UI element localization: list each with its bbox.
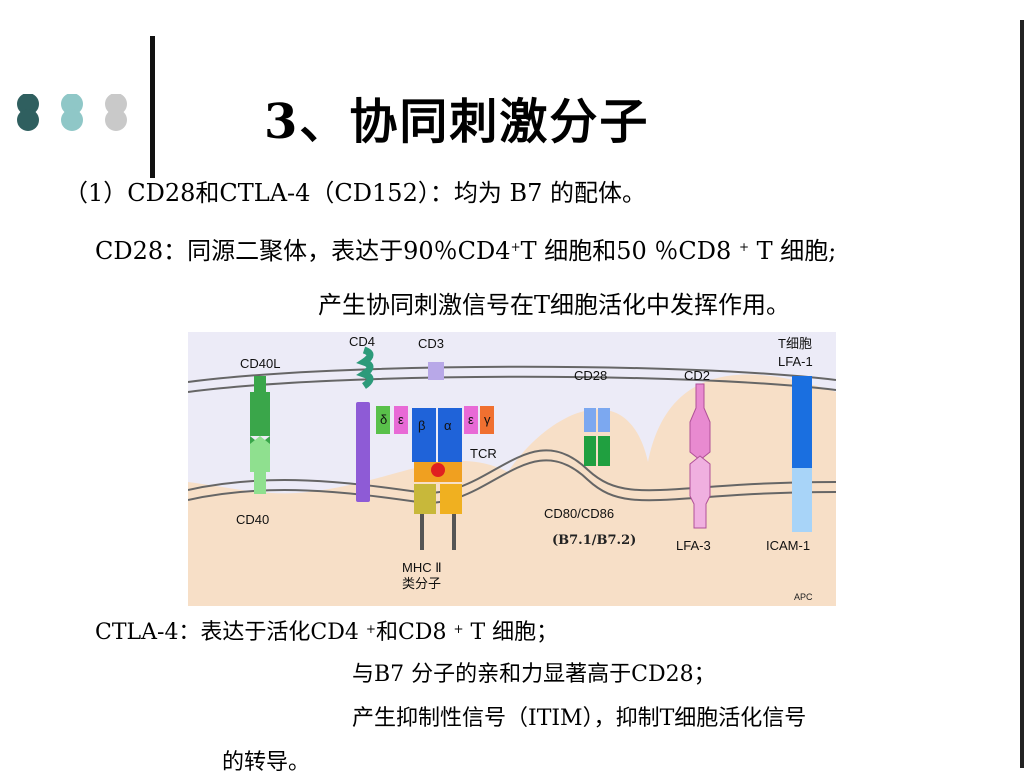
ctla4-sup-1: + [365, 622, 376, 636]
gamma-label: γ [484, 412, 491, 427]
apc-membrane-outer [188, 449, 836, 494]
epsilon-label-left: ε [398, 412, 404, 427]
ctla4-text-c: T 细胞； [463, 620, 559, 645]
right-edge-bar [1020, 20, 1024, 768]
cd40l-label: CD40L [240, 356, 280, 371]
cd2-molecule [689, 383, 711, 461]
title-divider [150, 36, 155, 178]
slide-title: 3、协同刺激分子 [264, 94, 650, 150]
cd40-label: CD40 [236, 512, 269, 527]
cd28-text-c: T 细胞; [749, 237, 837, 265]
cd28-label: CD28 [574, 368, 607, 383]
lfa3-label: LFA-3 [676, 538, 711, 553]
cd80-cd86-label: CD80/CD86 [544, 506, 614, 521]
lfa1-molecule [792, 376, 812, 468]
delta-label: δ [380, 412, 387, 427]
t-cell-region [188, 332, 836, 494]
t-cell-label: T细胞 [778, 336, 812, 351]
ctla4-description: CTLA-4：表达于活化CD4 +和CD8 + T 细胞； [95, 618, 558, 648]
b7-label: (B7.1/B7.2) [552, 533, 636, 548]
epsilon-label-right: ε [468, 412, 474, 427]
cd28-description: CD28：同源二聚体，表达于90％CD4+T 细胞和50 ％CD8 + T 细胞… [95, 236, 836, 266]
mhc-ii-molecule [414, 484, 462, 550]
ctla4-sup-2: + [453, 622, 464, 636]
cd4-label: CD4 [349, 334, 375, 349]
apc-membrane-inner [188, 459, 836, 504]
dot-cluster-teal [61, 94, 83, 131]
ctla4-inhibition: 产生抑制性信号（ITIM），抑制T细胞活化信号 [352, 706, 807, 731]
dot-cluster-dark [17, 94, 39, 131]
cd2-label: CD2 [684, 368, 710, 383]
ctla4-text-b: 和CD8 [375, 620, 454, 645]
cd4-molecule [356, 346, 374, 502]
cd40-molecule [250, 436, 270, 494]
ctla4-text-a: CTLA-4：表达于活化CD4 [95, 620, 366, 645]
cd3-tcr-complex [376, 362, 494, 482]
cd28-sup-1: + [510, 240, 521, 254]
ctla4-affinity: 与B7 分子的亲和力显著高于CD28； [352, 662, 716, 687]
t-cell-membrane-outer [188, 365, 836, 383]
cd28-molecule [584, 408, 610, 432]
icam1-label: ICAM-1 [766, 538, 810, 553]
icam1-molecule [792, 468, 812, 532]
mhc-label-line1: MHC Ⅱ [402, 560, 442, 575]
costimulation-diagram: CD40L CD40 CD4 δ ε β α ε γ CD3 TCR MHC Ⅱ… [188, 332, 836, 606]
cd3-label: CD3 [418, 336, 444, 351]
intro-text: （1）CD28和CTLA-4（CD152）：均为 B7 的配体。 [64, 179, 647, 207]
lfa1-label: LFA-1 [778, 354, 813, 369]
decorative-dots [17, 94, 127, 131]
cd28-text-b: T 细胞和50 ％CD8 [520, 237, 739, 265]
alpha-label: α [444, 418, 452, 433]
cd40l-molecule [250, 376, 270, 444]
cd28-function: 产生协同刺激信号在T细胞活化中发挥作用。 [318, 291, 791, 319]
ctla4-transduction: 的转导。 [222, 750, 311, 775]
tcr-label: TCR [470, 446, 497, 461]
cd28-text-a: CD28：同源二聚体，表达于90％CD4 [95, 237, 511, 265]
cd80-cd86-molecule [584, 436, 610, 466]
mhc-label-line2: 类分子 [402, 576, 441, 591]
cd28-sup-2: + [738, 240, 749, 254]
beta-label: β [418, 418, 425, 433]
lfa3-molecule [689, 455, 711, 529]
dot-cluster-gray [105, 94, 127, 131]
apc-label: APC [794, 592, 813, 602]
